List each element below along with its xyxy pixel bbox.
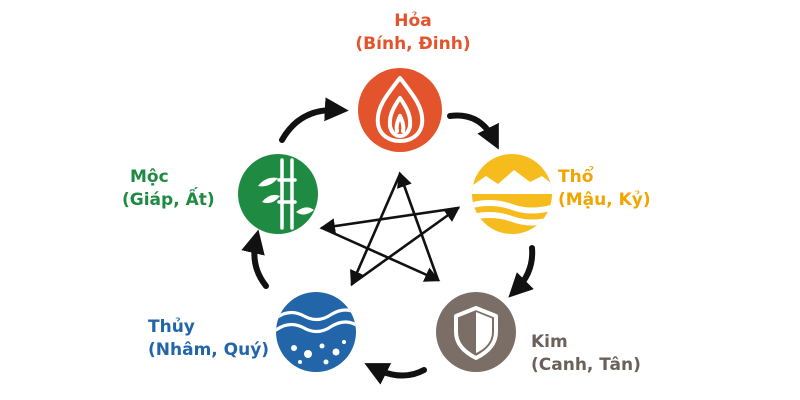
water-label: Thủy (Nhâm, Quý) xyxy=(148,316,269,362)
star-line-5 xyxy=(397,171,440,282)
star-line-4 xyxy=(320,226,441,282)
wood-name: Mộc xyxy=(130,167,169,187)
fire-label: Hỏa (Bính, Đinh) xyxy=(348,10,478,56)
metal-label: Kim (Canh, Tân) xyxy=(531,331,641,377)
fire-node xyxy=(358,68,442,152)
wave-icon xyxy=(276,308,356,365)
metal-stems: (Canh, Tân) xyxy=(531,355,641,375)
flame-icon xyxy=(375,76,425,143)
arrow-water-to-wood xyxy=(241,229,269,289)
fire-stems: (Bính, Đinh) xyxy=(355,34,471,54)
mountain-icon xyxy=(472,170,552,226)
star-line-3 xyxy=(319,206,460,234)
bamboo-icon xyxy=(258,158,314,230)
overcoming-star-arrows xyxy=(319,171,461,287)
fire-name: Hỏa xyxy=(394,11,432,31)
wood-stems: (Giáp, Ất) xyxy=(122,190,215,210)
water-stems: (Nhâm, Quý) xyxy=(148,340,270,360)
water-name: Thủy xyxy=(148,317,195,337)
earth-label: Thổ (Mậu, Kỷ) xyxy=(558,166,651,212)
metal-name: Kim xyxy=(531,332,568,352)
generating-cycle-arrows xyxy=(241,97,536,385)
arrow-fire-to-earth xyxy=(447,112,499,150)
wood-label: Mộc (Giáp, Ất) xyxy=(122,166,215,212)
arrow-wood-to-fire xyxy=(279,97,349,143)
wood-node xyxy=(238,154,318,234)
earth-stems: (Mậu, Kỷ) xyxy=(558,190,651,210)
shield-icon xyxy=(454,306,498,360)
metal-node xyxy=(436,292,516,372)
star-line-2 xyxy=(350,206,461,286)
earth-node xyxy=(472,154,552,234)
earth-name: Thổ xyxy=(558,167,594,187)
arrow-metal-to-water xyxy=(364,363,427,385)
water-node xyxy=(276,292,356,372)
arrow-earth-to-metal xyxy=(508,245,536,298)
star-line-1 xyxy=(350,172,402,287)
